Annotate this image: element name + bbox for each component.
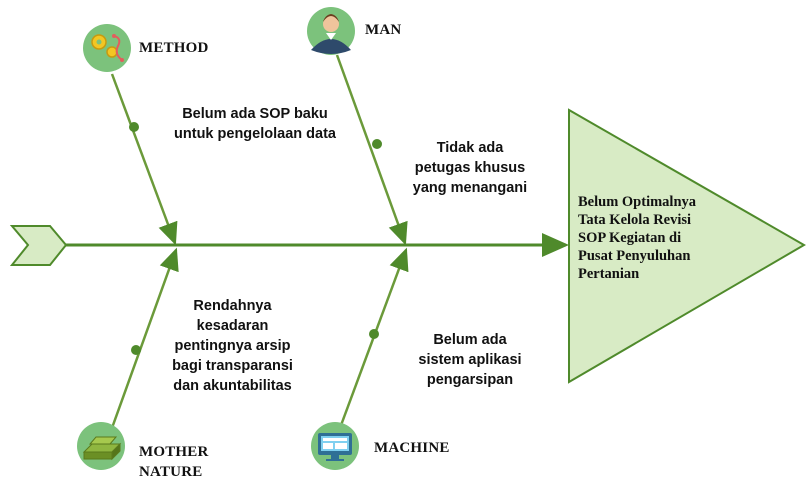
effect-line: Belum Optimalnya <box>578 194 697 210</box>
method-cause-text: Belum ada SOP baku untuk pengelolaan dat… <box>145 104 365 144</box>
cause-line: pentingnya arsip <box>174 338 291 354</box>
method-category-label: METHOD <box>139 40 209 56</box>
cause-line: Belum ada SOP baku <box>182 106 328 122</box>
cause-line: Tidak ada <box>436 140 504 156</box>
cause-line: Rendahnya <box>193 298 272 314</box>
cause-line: pengarsipan <box>426 372 514 388</box>
mother-nature-cause-dot <box>131 345 141 355</box>
mother-nature-category-label: MOTHER NATURE <box>139 442 209 482</box>
cause-line: kesadaran <box>196 318 269 334</box>
effect-statement: Belum Optimalnya Tata Kelola Revisi SOP … <box>578 193 738 283</box>
cause-line: petugas khusus <box>414 160 526 176</box>
gold-bars-icon <box>77 422 125 470</box>
gears-process-icon <box>83 24 131 72</box>
cause-line: dan akuntabilitas <box>173 378 292 394</box>
method-cause-dot <box>129 122 139 132</box>
fish-head-effect <box>568 108 806 384</box>
effect-line: SOP Kegiatan di <box>578 230 682 246</box>
cause-line: Belum ada <box>433 332 507 348</box>
effect-line: Tata Kelola Revisi <box>578 212 692 228</box>
effect-line: Pusat Penyuluhan <box>578 248 691 264</box>
machine-cause-text: Belum ada sistem aplikasi pengarsipan <box>390 330 550 390</box>
person-avatar-icon <box>307 7 355 55</box>
cause-line: sistem aplikasi <box>418 352 522 368</box>
cause-line: yang menangani <box>412 180 528 196</box>
machine-bone <box>338 247 409 429</box>
machine-cause-dot <box>369 329 379 339</box>
man-category-label: MAN <box>365 22 402 38</box>
mother-nature-label-line: MOTHER <box>139 444 209 460</box>
man-cause-text: Tidak ada petugas khusus yang menangani <box>385 138 555 198</box>
method-bone <box>110 73 178 246</box>
computer-monitor-icon <box>311 422 359 470</box>
machine-category-label: MACHINE <box>374 440 450 456</box>
cause-line: bagi transparansi <box>172 358 293 374</box>
cause-line: untuk pengelolaan data <box>174 126 336 142</box>
fish-tail-chevron <box>9 225 68 266</box>
effect-line: Pertanian <box>578 266 640 282</box>
man-bone <box>335 54 408 246</box>
man-cause-dot <box>372 139 382 149</box>
mother-nature-cause-text: Rendahnya kesadaran pentingnya arsip bag… <box>150 296 315 396</box>
mother-nature-bone <box>110 247 179 429</box>
mother-nature-label-line: NATURE <box>139 464 203 480</box>
